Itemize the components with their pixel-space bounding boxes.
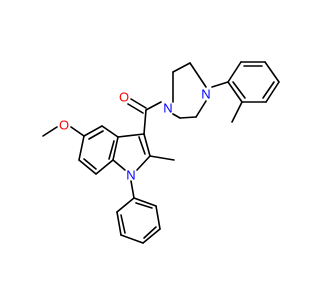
- bond: [135, 202, 153, 209]
- bond: [264, 61, 280, 83]
- piperazine-nitrogen-label: N: [163, 101, 172, 116]
- bond: [112, 136, 119, 161]
- bond: [189, 62, 207, 88]
- bond: [143, 226, 157, 239]
- bond: [88, 130, 104, 140]
- indole-nitrogen-label: N: [126, 168, 135, 183]
- bond: [138, 136, 146, 155]
- bond: [83, 158, 97, 170]
- bond: [78, 135, 85, 161]
- piperazine-nitrogen-label: N: [201, 87, 210, 102]
- bond: [179, 116, 197, 119]
- bond: [133, 197, 157, 207]
- bond: [101, 125, 119, 138]
- chemical-structure-diagram: O N N O N: [42, 61, 280, 244]
- bond: [120, 234, 144, 244]
- bond: [265, 81, 280, 103]
- bond: [227, 61, 242, 83]
- bond: [120, 214, 126, 234]
- bond: [130, 98, 147, 109]
- bond: [142, 228, 161, 244]
- bond: [145, 101, 162, 111]
- bond: [83, 125, 103, 137]
- bond: [172, 62, 191, 73]
- bond: [262, 81, 275, 99]
- bond: [149, 155, 175, 161]
- bonds: [42, 61, 280, 244]
- bond: [155, 205, 161, 230]
- bond: [116, 211, 122, 236]
- bond: [70, 126, 85, 137]
- bond: [116, 197, 135, 213]
- bond: [117, 133, 145, 138]
- methoxy-oxygen-label: O: [59, 118, 69, 133]
- bond: [42, 126, 58, 137]
- bond: [143, 109, 147, 135]
- bond: [127, 103, 144, 114]
- bond: [227, 81, 243, 103]
- atom-labels: O N N O N: [59, 87, 211, 183]
- bond: [136, 155, 151, 171]
- bond: [211, 81, 229, 88]
- bond: [143, 133, 151, 157]
- bond: [78, 159, 97, 175]
- bond: [108, 140, 115, 160]
- carbonyl-oxygen-label: O: [119, 90, 129, 105]
- bond: [95, 159, 114, 175]
- bond: [172, 113, 181, 119]
- bond: [112, 159, 126, 171]
- bond: [231, 101, 243, 123]
- bond: [195, 100, 207, 118]
- bond: [232, 81, 246, 99]
- bond: [130, 180, 135, 199]
